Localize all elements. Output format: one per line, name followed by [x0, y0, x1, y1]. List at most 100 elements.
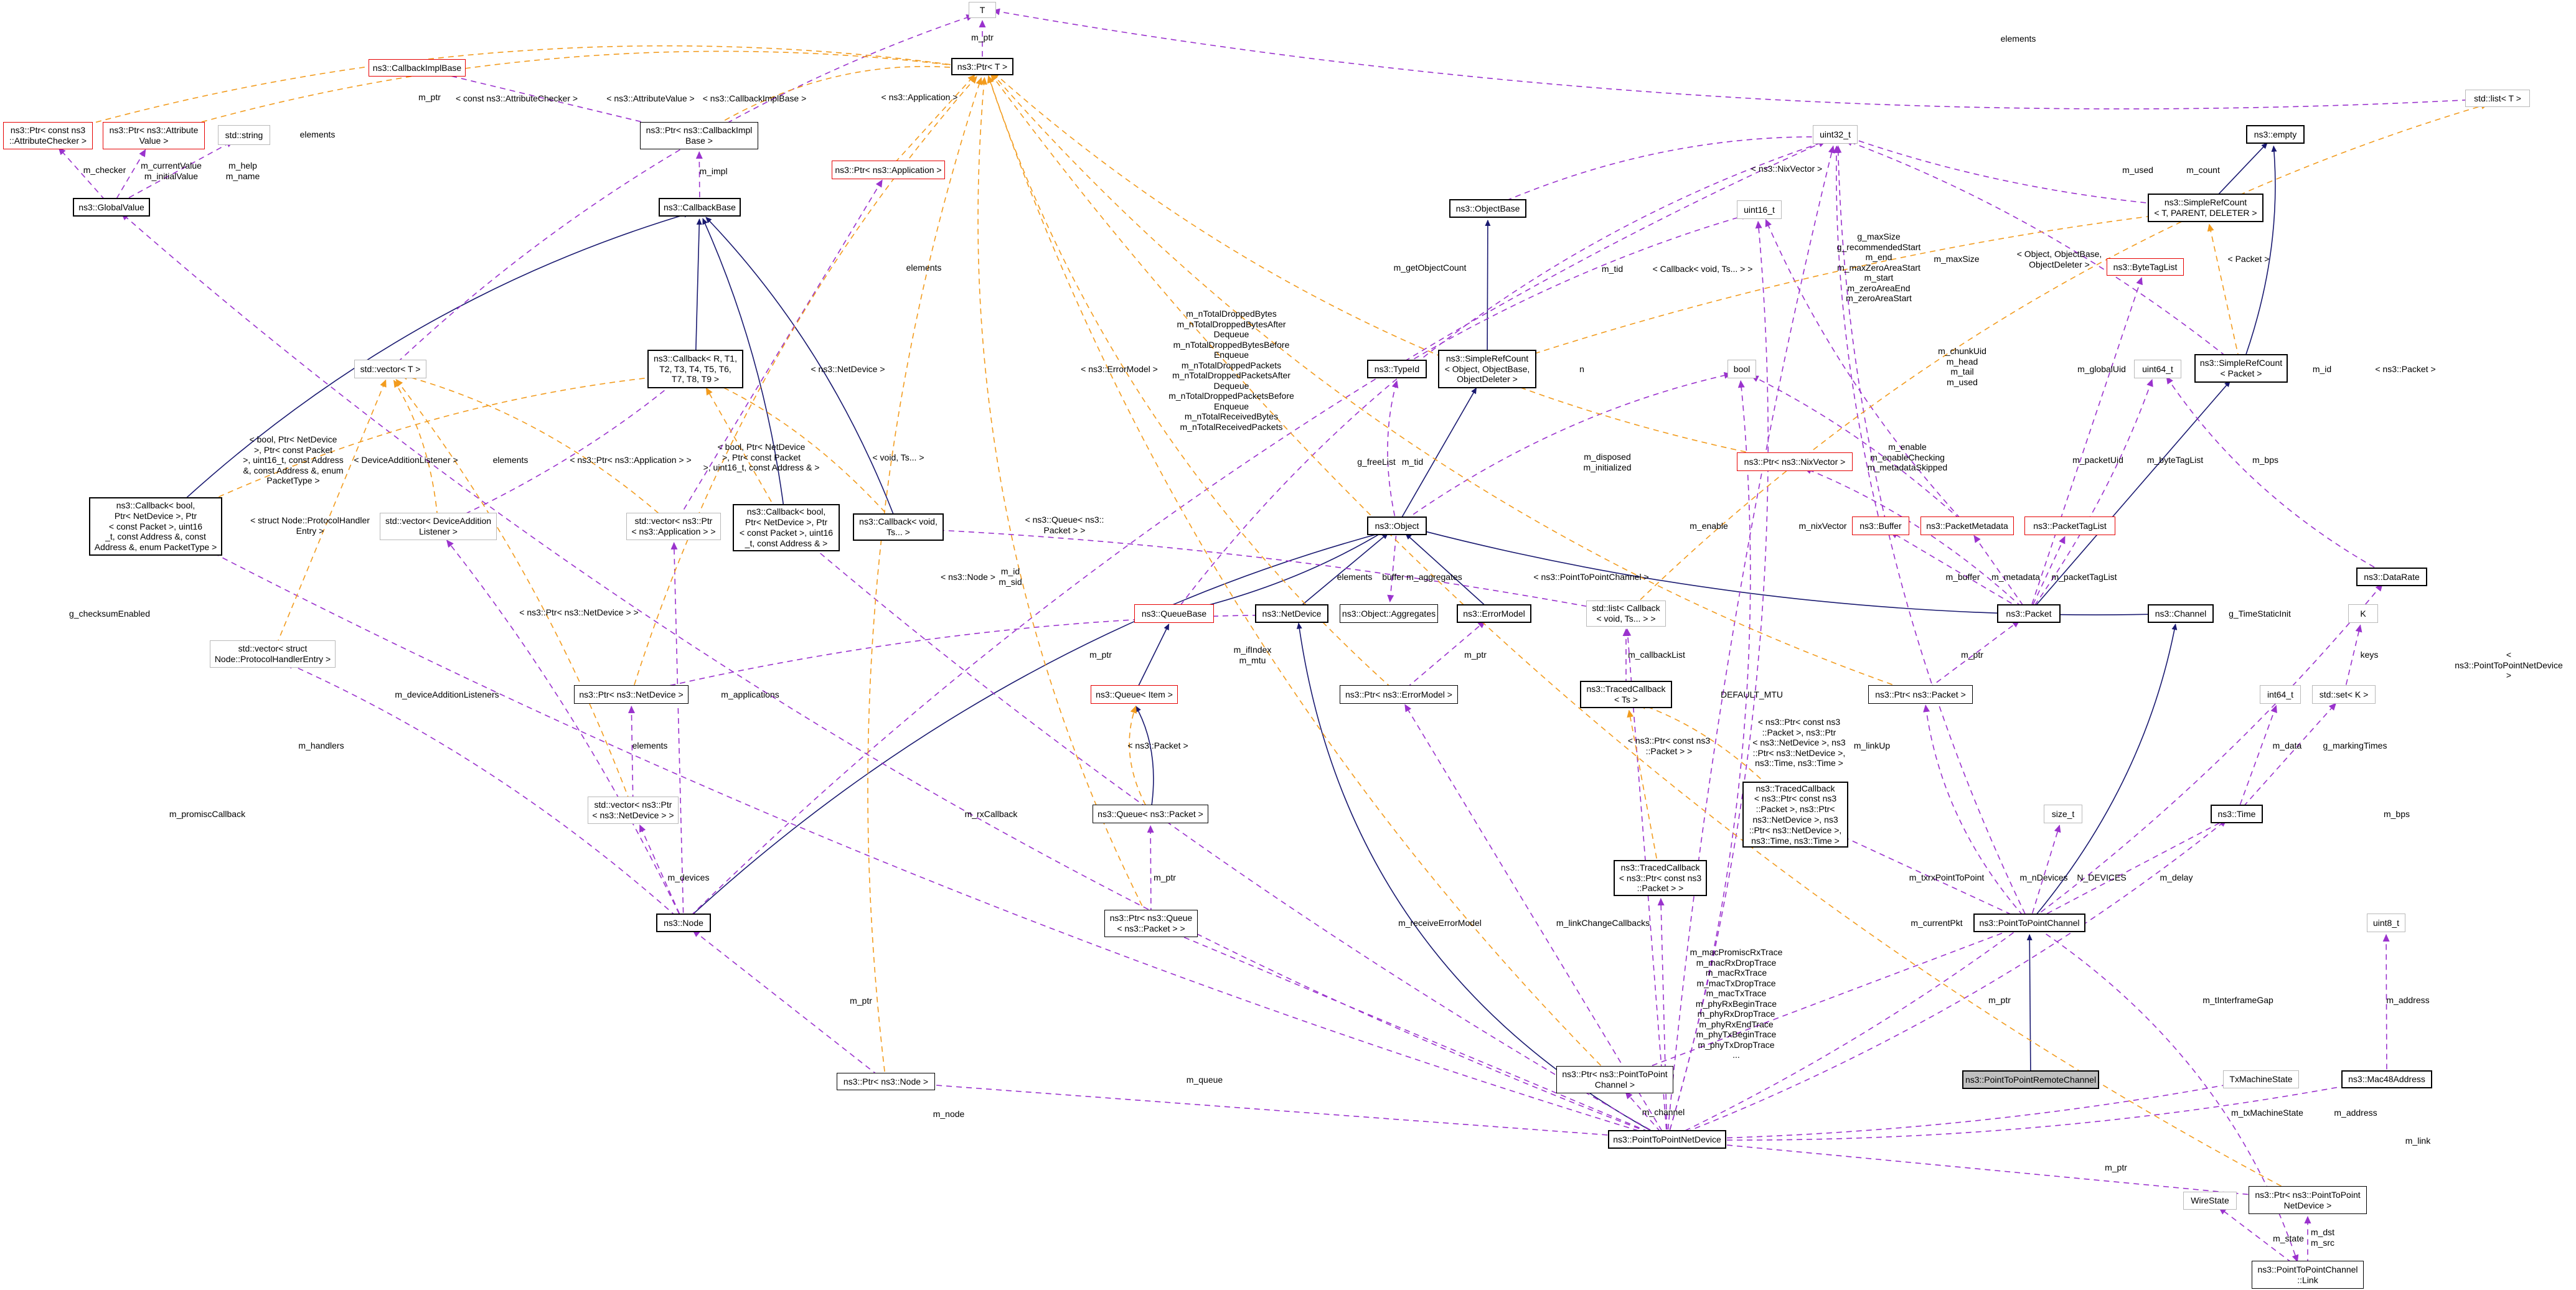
class-node-vecPtrNetDevice[interactable]: std::vector< ns3::Ptr < ns3::NetDevice >… — [588, 797, 679, 824]
class-node-ptrCbImplBase[interactable]: ns3::Ptr< ns3::CallbackImpl Base > — [640, 122, 758, 149]
edge-label: < ns3::AttributeValue > — [606, 93, 695, 103]
class-node-p2pNetDevice[interactable]: ns3::PointToPointNetDevice — [1608, 1130, 1726, 1149]
edge-node-vecProtoHandler — [285, 662, 684, 923]
class-node-byteTagList[interactable]: ns3::ByteTagList — [2107, 258, 2184, 276]
edge-globalValue-ptrAttrValue — [111, 149, 146, 208]
class-node-tracedCbPkt[interactable]: ns3::TracedCallback < ns3::Ptr< const ns… — [1614, 860, 1707, 896]
class-node-typeId[interactable]: ns3::TypeId — [1367, 360, 1427, 378]
class-node-time[interactable]: ns3::Time — [2211, 805, 2263, 823]
edge-label: m_id m_sid — [999, 566, 1022, 587]
edge-label: m_txrxPointToPoint — [1909, 872, 1985, 882]
edge-label: < Callback< void, Ts... > > — [1652, 264, 1753, 274]
class-node-errorModel[interactable]: ns3::ErrorModel — [1457, 604, 1531, 623]
class-node-queueItem[interactable]: ns3::Queue< Item > — [1091, 685, 1178, 704]
class-node-dataRate[interactable]: ns3::DataRate — [2356, 568, 2427, 586]
class-node-globalValue[interactable]: ns3::GlobalValue — [73, 198, 150, 217]
class-node-wireState[interactable]: WireState — [2183, 1192, 2237, 1210]
class-node-vecPtrApp[interactable]: std::vector< ns3::Ptr < ns3::Application… — [626, 513, 721, 540]
edge-label: m_tid — [1401, 457, 1424, 467]
class-node-srcPacket[interactable]: ns3::SimpleRefCount < Packet > — [2194, 354, 2288, 383]
class-node-srcTPD[interactable]: ns3::SimpleRefCount < T, PARENT, DELETER… — [2148, 194, 2263, 222]
class-node-ptrApp[interactable]: ns3::Ptr< ns3::Application > — [832, 161, 945, 179]
class-node-queuePacket[interactable]: ns3::Queue< ns3::Packet > — [1093, 805, 1208, 823]
class-node-uint8[interactable]: uint8_t — [2367, 914, 2405, 932]
edge-p2pChannel-ptrPacket — [1923, 704, 2030, 923]
edge-label: m_aggregates — [1406, 572, 1462, 582]
class-node-channel[interactable]: ns3::Channel — [2148, 604, 2214, 623]
class-node-vecProtoHandler[interactable]: std::vector< struct Node::ProtocolHandle… — [210, 640, 336, 668]
class-node-packetMetadata[interactable]: ns3::PacketMetadata — [1920, 516, 2014, 535]
class-node-ptrP2PChannel[interactable]: ns3::Ptr< ns3::PointToPoint Channel > — [1556, 1066, 1673, 1093]
class-node-txMachineState[interactable]: TxMachineState — [2223, 1070, 2299, 1088]
class-node-object[interactable]: ns3::Object — [1367, 516, 1427, 535]
class-node-srcObj[interactable]: ns3::SimpleRefCount < Object, ObjectBase… — [1438, 350, 1536, 388]
class-node-p2pChannel[interactable]: ns3::PointToPointChannel — [1973, 914, 2085, 932]
class-node-kBox[interactable]: K — [2348, 604, 2378, 623]
class-node-boolBox[interactable]: bool — [1728, 360, 1756, 378]
class-node-empty[interactable]: ns3::empty — [2246, 125, 2305, 144]
class-node-mac48[interactable]: ns3::Mac48Address — [2341, 1070, 2432, 1088]
class-node-stdString[interactable]: std::string — [218, 125, 270, 145]
edge-ptrPacket-packet — [1920, 620, 2020, 695]
edge-queuePacket-queueItem — [1129, 705, 1151, 815]
class-node-cbPromisc[interactable]: ns3::Callback< bool, Ptr< NetDevice >, P… — [89, 497, 222, 556]
class-node-cbVoid[interactable]: ns3::Callback< void, Ts... > — [853, 513, 944, 541]
edge-label: < ns3::Queue< ns3:: Packet > > — [1025, 515, 1104, 535]
class-node-uint32[interactable]: uint32_t — [1813, 125, 1858, 144]
edge-ptrNetDevice-ptrT — [631, 75, 977, 695]
class-node-aggregates[interactable]: ns3::Object::Aggregates — [1340, 604, 1438, 623]
class-node-listT[interactable]: std::list< T > — [2465, 90, 2530, 107]
edge-label: buffer — [1382, 572, 1404, 582]
class-node-ptrNixVector[interactable]: ns3::Ptr< ns3::NixVector > — [1737, 452, 1853, 471]
class-node-queueBase[interactable]: ns3::QueueBase — [1134, 604, 1214, 623]
class-node-tracedCbTs[interactable]: ns3::TracedCallback < Ts > — [1580, 681, 1672, 708]
edge-label: g_TimeStaticInit — [2229, 609, 2291, 619]
class-node-ptrT[interactable]: ns3::Ptr< T > — [951, 58, 1013, 75]
edge-label: m_nixVector — [1798, 521, 1847, 531]
class-node-netDevice[interactable]: ns3::NetDevice — [1255, 604, 1328, 623]
edge-packetMetadata-uint16 — [1765, 218, 1968, 526]
class-node-int64[interactable]: int64_t — [2260, 685, 2301, 704]
class-node-buffer[interactable]: ns3::Buffer — [1852, 516, 1909, 535]
edge-label: m_impl — [699, 166, 728, 176]
class-node-packetTagList[interactable]: ns3::PacketTagList — [2024, 516, 2115, 535]
class-node-ptrErrorModel[interactable]: ns3::Ptr< ns3::ErrorModel > — [1340, 685, 1458, 704]
edge-label: m_maxSize — [1934, 254, 1980, 264]
class-node-node[interactable]: ns3::Node — [656, 914, 711, 932]
class-node-sizeT[interactable]: size_t — [2044, 805, 2082, 823]
edge-label: m_checker — [83, 165, 126, 175]
class-node-ptrQueuePacket[interactable]: ns3::Ptr< ns3::Queue < ns3::Packet > > — [1104, 910, 1198, 937]
edge-label: m_ptr — [1961, 650, 1983, 660]
edge-label: < ns3::PointToPointChannel > — [1533, 572, 1649, 582]
class-node-ptrAttrChecker[interactable]: ns3::Ptr< const ns3 ::AttributeChecker > — [3, 122, 93, 149]
class-node-uint64[interactable]: uint64_t — [2134, 360, 2181, 378]
edge-label: m_currentValue m_initialValue — [141, 161, 202, 181]
class-node-p2pLink[interactable]: ns3::PointToPointChannel ::Link — [2252, 1261, 2364, 1289]
class-node-cbRecv[interactable]: ns3::Callback< bool, Ptr< NetDevice >, P… — [733, 504, 840, 551]
class-node-ptrAttrValue[interactable]: ns3::Ptr< ns3::Attribute Value > — [103, 122, 205, 149]
edge-label: m_id — [2312, 364, 2332, 374]
class-node-uint16[interactable]: uint16_t — [1737, 200, 1782, 219]
class-node-ptrNode[interactable]: ns3::Ptr< ns3::Node > — [837, 1073, 935, 1090]
class-node-vecDevAdd[interactable]: std::vector< DeviceAddition Listener > — [380, 513, 497, 540]
edge-p2pChannel-channel — [2029, 624, 2178, 923]
class-node-tracedCb5[interactable]: ns3::TracedCallback < ns3::Ptr< const ns… — [1742, 782, 1848, 848]
class-node-ptrPacket[interactable]: ns3::Ptr< ns3::Packet > — [1868, 685, 1973, 704]
class-node-vectorT[interactable]: std::vector< T > — [354, 360, 426, 378]
edge-tracedCb5-tracedCbTs — [1638, 703, 1796, 815]
class-node-packet[interactable]: ns3::Packet — [1997, 604, 2061, 623]
class-node-ptrNetDevice[interactable]: ns3::Ptr< ns3::NetDevice > — [574, 685, 689, 704]
class-node-callbackR9[interactable]: ns3::Callback< R, T1, T2, T3, T4, T5, T6… — [647, 350, 743, 388]
class-node-ptrP2PNetDevice[interactable]: ns3::Ptr< ns3::PointToPoint NetDevice > — [2249, 1186, 2367, 1214]
class-node-setK[interactable]: std::set< K > — [2312, 685, 2376, 704]
edge-listCbVoid-listT — [1625, 103, 2489, 614]
edge-label: < Object, ObjectBase, ObjectDeleter > — [2016, 249, 2102, 269]
class-node-T[interactable]: T — [969, 2, 996, 18]
edge-globalValue-stdString — [111, 140, 234, 208]
class-node-callbackBase[interactable]: ns3::CallbackBase — [659, 198, 741, 217]
class-node-cbImplBase[interactable]: ns3::CallbackImplBase — [369, 59, 466, 77]
edge-ptrCbImplBase-cbImplBase — [427, 68, 700, 136]
class-node-listCbVoid[interactable]: std::list< Callback < void, Ts... > > — [1586, 601, 1666, 627]
class-node-objectBase[interactable]: ns3::ObjectBase — [1449, 199, 1526, 218]
